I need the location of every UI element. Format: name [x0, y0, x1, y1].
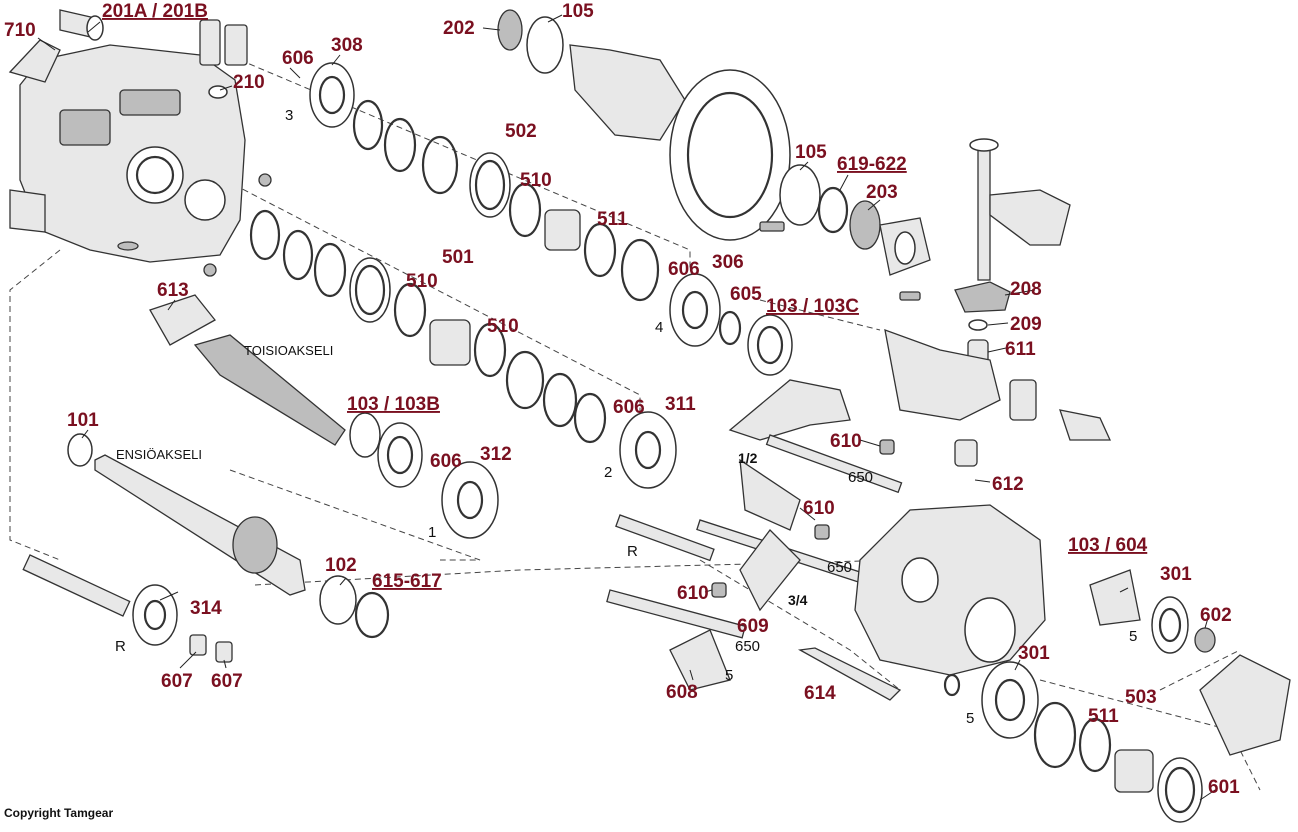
label-202: 202	[443, 18, 475, 39]
label-650-c: 650	[735, 638, 760, 655]
label-615-617: 615-617	[372, 571, 442, 592]
input-shaft	[22, 433, 390, 663]
label-511-b: 511	[1088, 706, 1119, 727]
transmission-housing	[9, 44, 272, 277]
label-613: 613	[157, 280, 189, 301]
label-output-shaft: TOISIOAKSELI	[244, 343, 333, 358]
label-105-b: 105	[795, 142, 827, 163]
label-606-c: 606	[613, 397, 645, 418]
lower-gear-stack	[249, 209, 607, 444]
label-209: 209	[1010, 314, 1042, 335]
label-208: 208	[1010, 279, 1042, 300]
label-308: 308	[331, 35, 363, 56]
label-210: 210	[233, 72, 265, 93]
label-601: 601	[1208, 777, 1240, 798]
mark-gear-3-4: 3/4	[788, 592, 808, 608]
mark-gear-5-a: 5	[1129, 628, 1137, 645]
label-511-a: 511	[597, 209, 628, 230]
upper-gear-stack	[309, 62, 660, 302]
label-610-b: 610	[803, 498, 835, 519]
label-301-b: 301	[1018, 643, 1050, 664]
label-501: 501	[442, 247, 474, 268]
label-502: 502	[505, 121, 537, 142]
gearbox-case	[854, 504, 1046, 676]
label-311: 311	[665, 394, 696, 415]
label-610-c: 610	[677, 583, 709, 604]
mark-reverse-1: R	[627, 543, 638, 560]
label-103-103c: 103 / 103C	[766, 296, 859, 317]
bar-614	[797, 647, 902, 701]
label-input-shaft: ENSIÖAKSELI	[116, 447, 202, 462]
label-510-a: 510	[520, 170, 552, 191]
label-614: 614	[804, 683, 836, 704]
leader-lines	[37, 14, 1216, 801]
gear-position-marks: 3 4 2 1 R R 1/2 3/4 5 5 5	[115, 107, 1137, 727]
label-105-a: 105	[562, 1, 594, 22]
label-314: 314	[190, 598, 222, 619]
label-608: 608	[666, 682, 698, 703]
label-619-622: 619-622	[837, 154, 907, 175]
label-609: 609	[737, 616, 769, 637]
differential-assembly	[497, 9, 931, 301]
assembly-guide-lines	[9, 59, 1261, 791]
label-650-b: 650	[827, 559, 852, 576]
label-606-d: 606	[430, 451, 462, 472]
label-607-a: 607	[161, 671, 193, 692]
label-612: 612	[992, 474, 1024, 495]
copyright-notice: Copyright Tamgear	[4, 806, 114, 820]
label-102: 102	[325, 555, 357, 576]
label-611: 611	[1005, 339, 1036, 360]
mark-gear-5-b: 5	[725, 667, 733, 684]
label-602: 602	[1200, 605, 1232, 626]
mark-gear-1: 1	[428, 524, 436, 541]
mark-gear-1-2: 1/2	[738, 450, 758, 466]
fifth-gear-cluster	[943, 569, 1291, 823]
label-306: 306	[712, 252, 744, 273]
label-510-c: 510	[487, 316, 519, 337]
label-605: 605	[730, 284, 762, 305]
part-number-labels: 710 201A / 201B 210 606 308 202 105 502 …	[4, 1, 1240, 798]
mark-gear-3: 3	[285, 107, 293, 124]
mark-gear-2: 2	[604, 464, 612, 481]
label-312: 312	[480, 444, 512, 465]
label-503: 503	[1125, 687, 1157, 708]
selector-housing	[884, 328, 1112, 467]
label-510-b: 510	[406, 271, 438, 292]
label-710: 710	[4, 20, 36, 41]
mark-gear-4: 4	[655, 319, 663, 336]
label-610-a: 610	[830, 431, 862, 452]
label-650-a: 650	[848, 469, 873, 486]
label-606-b: 606	[668, 259, 700, 280]
label-203: 203	[866, 182, 898, 203]
bracket-710	[8, 39, 61, 83]
label-607-b: 607	[211, 671, 243, 692]
label-101: 101	[67, 410, 99, 431]
output-shaft	[149, 294, 677, 539]
label-201a-201b: 201A / 201B	[102, 1, 208, 22]
label-103-103b: 103 / 103B	[347, 394, 440, 415]
shift-forks	[606, 379, 903, 691]
gear-306-assembly	[669, 273, 793, 376]
shift-sensor-210	[199, 19, 248, 99]
label-301-a: 301	[1160, 564, 1192, 585]
label-606-a: 606	[282, 48, 314, 69]
mark-reverse-2: R	[115, 638, 126, 655]
label-103-604: 103 / 604	[1068, 535, 1148, 556]
seal-201	[59, 9, 104, 41]
mark-gear-5-c: 5	[966, 710, 974, 727]
